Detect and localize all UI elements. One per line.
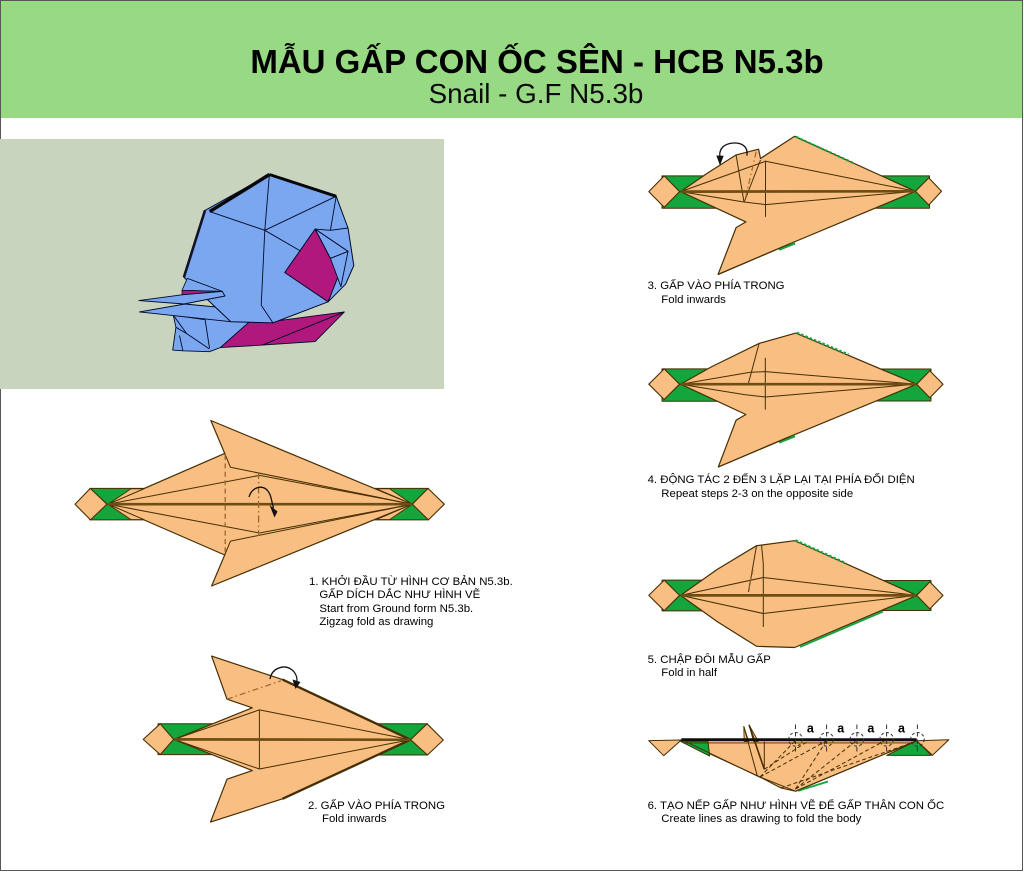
svg-text:a: a — [837, 722, 845, 736]
svg-text:a: a — [807, 722, 815, 736]
svg-text:a: a — [898, 722, 906, 736]
svg-text:a: a — [867, 722, 875, 736]
